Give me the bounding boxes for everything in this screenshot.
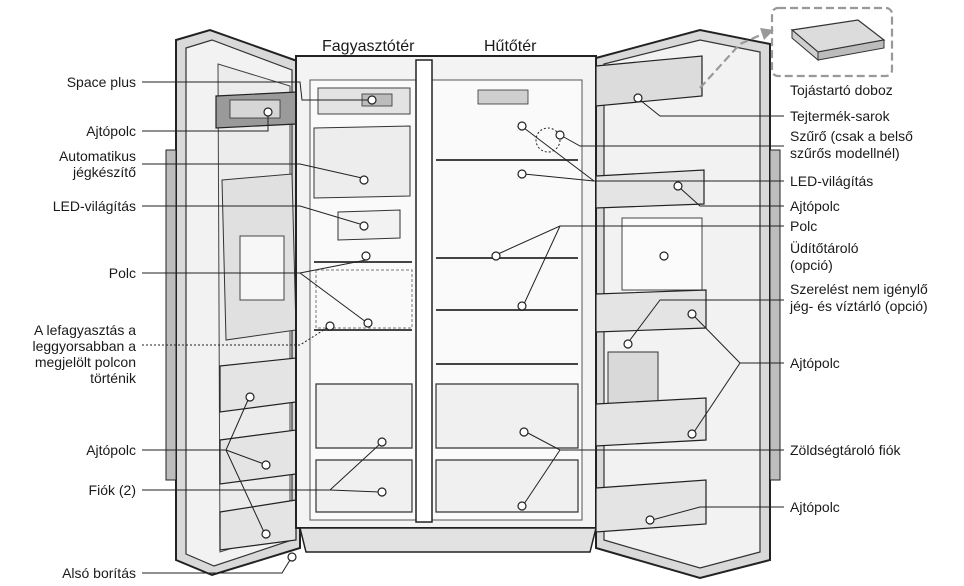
label-drink-storage-line2: (opció) [790,257,833,273]
label-water-dispenser-line2: jég- és víztárló (opció) [789,298,928,314]
label-shelf-left: Polc [109,265,136,281]
label-door-shelf-right2: Ajtópolc [790,355,840,371]
label-led-light-left: LED-világítás [53,198,136,214]
left-door [165,28,301,577]
freezer-heading: Fagyasztótér [322,38,415,55]
right-door [595,28,781,580]
label-ice-maker-line1: Automatikus [59,148,136,164]
label-egg-box: Tojástartó doboz [790,82,893,98]
label-door-shelf-top: Ajtópolc [86,123,136,139]
label-door-shelf-right3: Ajtópolc [790,499,840,515]
label-dairy-corner: Tejtermék-sarok [790,108,891,124]
egg-tray-callout [699,6,894,89]
left-labels: Space plus Ajtópolc Automatikus jégkészí… [32,74,387,581]
label-drink-storage-line1: Üdítőtároló [790,239,859,256]
label-led-light-right: LED-világítás [790,173,873,189]
label-lower-cover: Alsó borítás [62,565,136,581]
label-ice-maker-line2: jégkészítő [72,164,136,180]
label-space-plus: Space plus [67,74,136,90]
label-drawer: Fiók (2) [89,482,136,498]
label-filter-line2: szűrős modellnél) [790,145,900,161]
label-shelf-right: Polc [790,218,817,234]
label-vegetable-drawer: Zöldségtároló fiók [790,442,902,458]
label-fast-freeze-line4: történik [90,370,137,386]
right-labels: Tojástartó doboz Tejtermék-sarok Szűrő (… [491,82,928,525]
label-water-dispenser-line1: Szerelést nem igénylő [790,281,928,297]
label-door-shelf-right1: Ajtópolc [790,198,840,214]
label-fast-freeze-line2: leggyorsabban a [32,338,136,354]
fridge-heading: Hűtőtér [484,38,537,55]
label-fast-freeze-line3: megjelölt polcon [35,354,136,370]
label-fast-freeze-line1: A lefagyasztás a [34,322,136,338]
label-door-shelf-bottom: Ajtópolc [86,442,136,458]
label-filter-line1: Szűrő (csak a belső [790,128,913,144]
